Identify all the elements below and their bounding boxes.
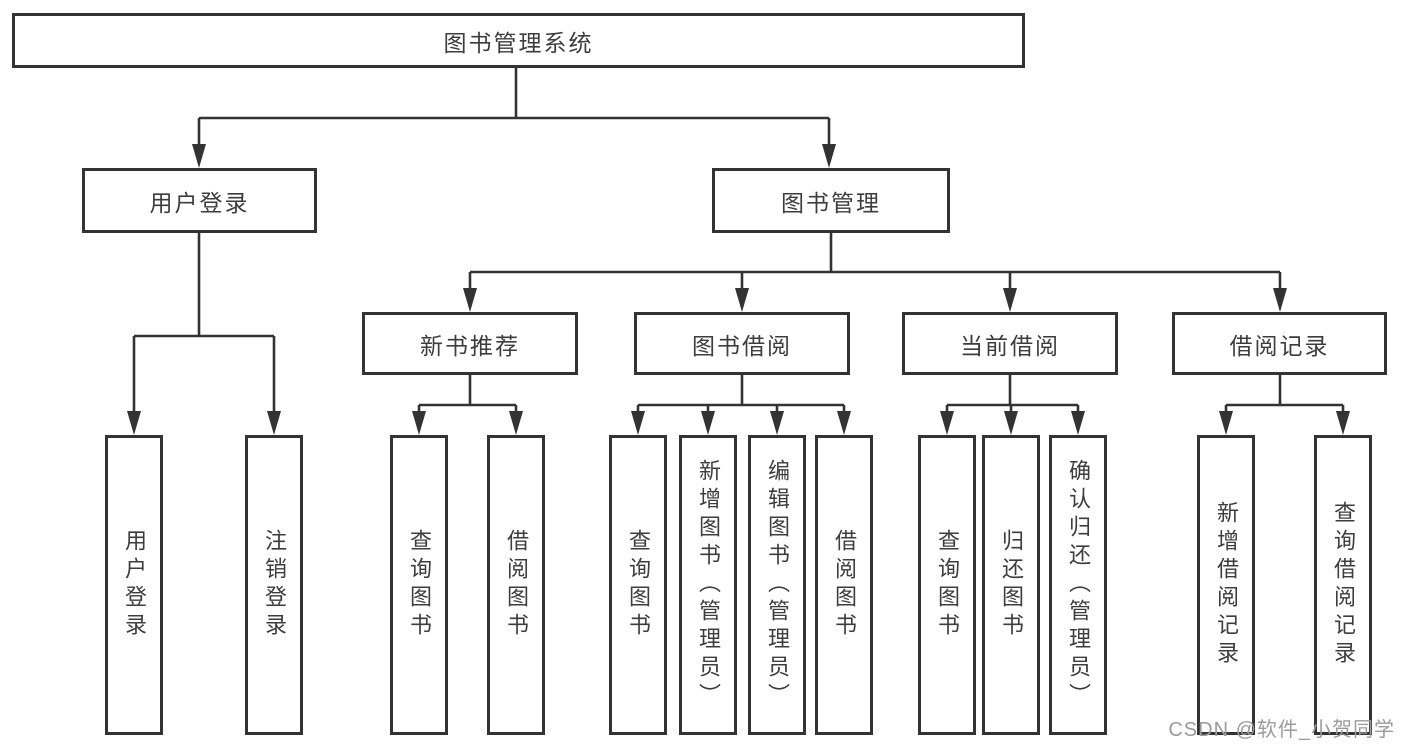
leaf-query-book-borrow-label: 查询图书 [626, 529, 651, 641]
leaf-borrow-book-recommend: 借阅图书 [487, 435, 545, 735]
leaf-query-borrow-record: 查询借阅记录 [1314, 435, 1372, 735]
leaf-query-book-current: 查询图书 [918, 435, 976, 735]
node-current-borrow-label: 当前借阅 [960, 332, 1060, 359]
leaf-borrow-book: 借阅图书 [815, 435, 873, 735]
node-root-label: 图书管理系统 [443, 29, 594, 56]
leaf-query-book-current-label: 查询图书 [935, 529, 960, 641]
leaf-return-book: 归还图书 [982, 435, 1040, 735]
leaf-query-book-borrow: 查询图书 [609, 435, 667, 735]
leaf-add-borrow-record-label: 新增借阅记录 [1214, 501, 1239, 669]
node-book-management-label: 图书管理 [781, 189, 881, 216]
node-new-book-recommend: 新书推荐 [362, 312, 578, 375]
leaf-return-book-label: 归还图书 [999, 529, 1024, 641]
node-user-login-label: 用户登录 [149, 189, 250, 216]
leaf-logout: 注销登录 [245, 435, 303, 735]
leaf-user-login-label: 用户登录 [122, 529, 147, 641]
leaf-edit-book-admin-label: 编辑图书（管理员） [765, 459, 790, 711]
node-borrow-records: 借阅记录 [1172, 312, 1387, 375]
leaf-query-borrow-record-label: 查询借阅记录 [1331, 501, 1356, 669]
leaf-confirm-return-admin-label: 确认归还（管理员） [1066, 459, 1091, 711]
leaf-user-login: 用户登录 [105, 435, 163, 735]
leaf-logout-label: 注销登录 [262, 529, 287, 641]
node-book-borrow: 图书借阅 [634, 312, 850, 375]
leaf-query-book-recommend-label: 查询图书 [407, 529, 432, 641]
node-new-book-recommend-label: 新书推荐 [420, 332, 520, 359]
node-user-login: 用户登录 [82, 168, 317, 233]
node-book-management: 图书管理 [712, 168, 950, 233]
leaf-edit-book-admin: 编辑图书（管理员） [748, 435, 806, 735]
node-root: 图书管理系统 [12, 13, 1025, 68]
leaf-borrow-book-recommend-label: 借阅图书 [504, 529, 529, 641]
leaf-borrow-book-label: 借阅图书 [832, 529, 857, 641]
csdn-watermark: CSDN @软件_小贺同学 [1168, 719, 1395, 741]
node-book-borrow-label: 图书借阅 [692, 332, 792, 359]
leaf-add-book-admin-label: 新增图书（管理员） [696, 459, 721, 711]
leaf-confirm-return-admin: 确认归还（管理员） [1049, 435, 1107, 735]
leaf-add-borrow-record: 新增借阅记录 [1197, 435, 1255, 735]
node-current-borrow: 当前借阅 [902, 312, 1118, 375]
leaf-query-book-recommend: 查询图书 [390, 435, 448, 735]
leaf-add-book-admin: 新增图书（管理员） [679, 435, 737, 735]
node-borrow-records-label: 借阅记录 [1229, 332, 1330, 359]
